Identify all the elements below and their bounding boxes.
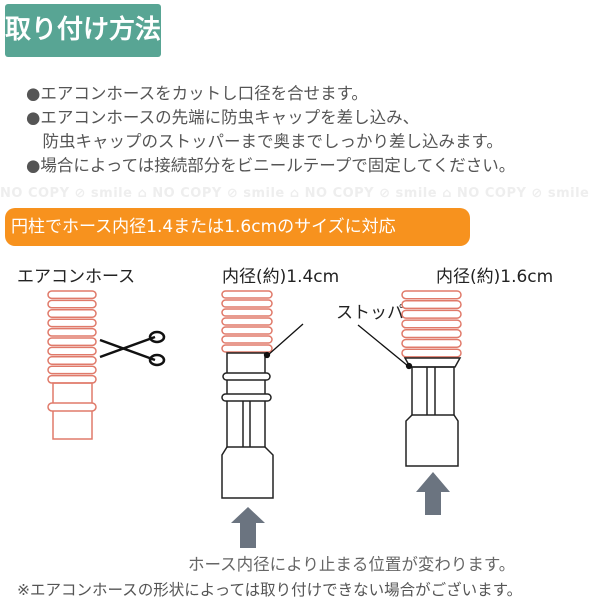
hose-ring (401, 319, 462, 329)
arrow-up-icon (416, 472, 450, 515)
watermark: NO COPY ⊘ smile ⌂ NO COPY ⊘ smile ⌂ NO C… (0, 186, 590, 201)
stopper-pointers (263, 323, 413, 370)
size-banner: 円柱でホース内径1.4または1.6cmのサイズに対応 (5, 208, 470, 246)
size-16-label: 内径(約)1.6cm (436, 267, 554, 287)
hose-ring (221, 317, 273, 326)
hose-ring (221, 326, 273, 335)
stopper-label: ストッパー (336, 303, 421, 323)
size-14-label: 内径(約)1.4cm (222, 267, 340, 287)
hose-ring (47, 309, 97, 318)
hose-ring (401, 309, 462, 319)
section-title: 取り付け方法 (5, 4, 161, 57)
hose-ring (47, 318, 97, 328)
hose-ring (221, 290, 273, 299)
hose-ring (401, 338, 462, 348)
hose-ring (47, 365, 97, 375)
step-2: ●エアコンホースの先端に防虫キャップを差し込み、 (26, 108, 420, 127)
hose-ring (47, 337, 97, 347)
hose-ring (47, 346, 97, 356)
diagram-caption: ホース内径により止まる位置が変わります。 (188, 555, 516, 574)
arrow-up-icon (231, 507, 265, 548)
hose-ring (401, 290, 462, 300)
fitting-16 (401, 290, 462, 467)
hose-ring (47, 327, 97, 337)
hose-ring (47, 374, 97, 384)
scissors-icon (99, 330, 166, 367)
hose-ring (401, 299, 462, 310)
note: ※エアコンホースの形状によっては取り付けできない場合がございます。 (17, 581, 523, 599)
step-2-cont: 防虫キャップのストッパーまで奥までしっかり差し込みます。 (26, 132, 503, 151)
hose-ring (221, 344, 273, 353)
hose-ring (221, 308, 273, 317)
hose-label: エアコンホース (17, 267, 136, 287)
hose-ring (221, 299, 273, 308)
step-1: ●エアコンホースをカットし口径を合せます。 (26, 84, 368, 103)
hose-ring (401, 329, 462, 339)
hose-ring (47, 299, 97, 309)
hose-ring (221, 335, 273, 344)
hose-ring (401, 348, 462, 358)
hose-ring (47, 356, 97, 365)
step-3: ●場合によっては接続部分をビニールテープで固定してください。 (26, 156, 516, 175)
hose-cut-illustration (47, 290, 97, 440)
fitting-14 (221, 290, 274, 499)
hose-ring (47, 290, 97, 300)
